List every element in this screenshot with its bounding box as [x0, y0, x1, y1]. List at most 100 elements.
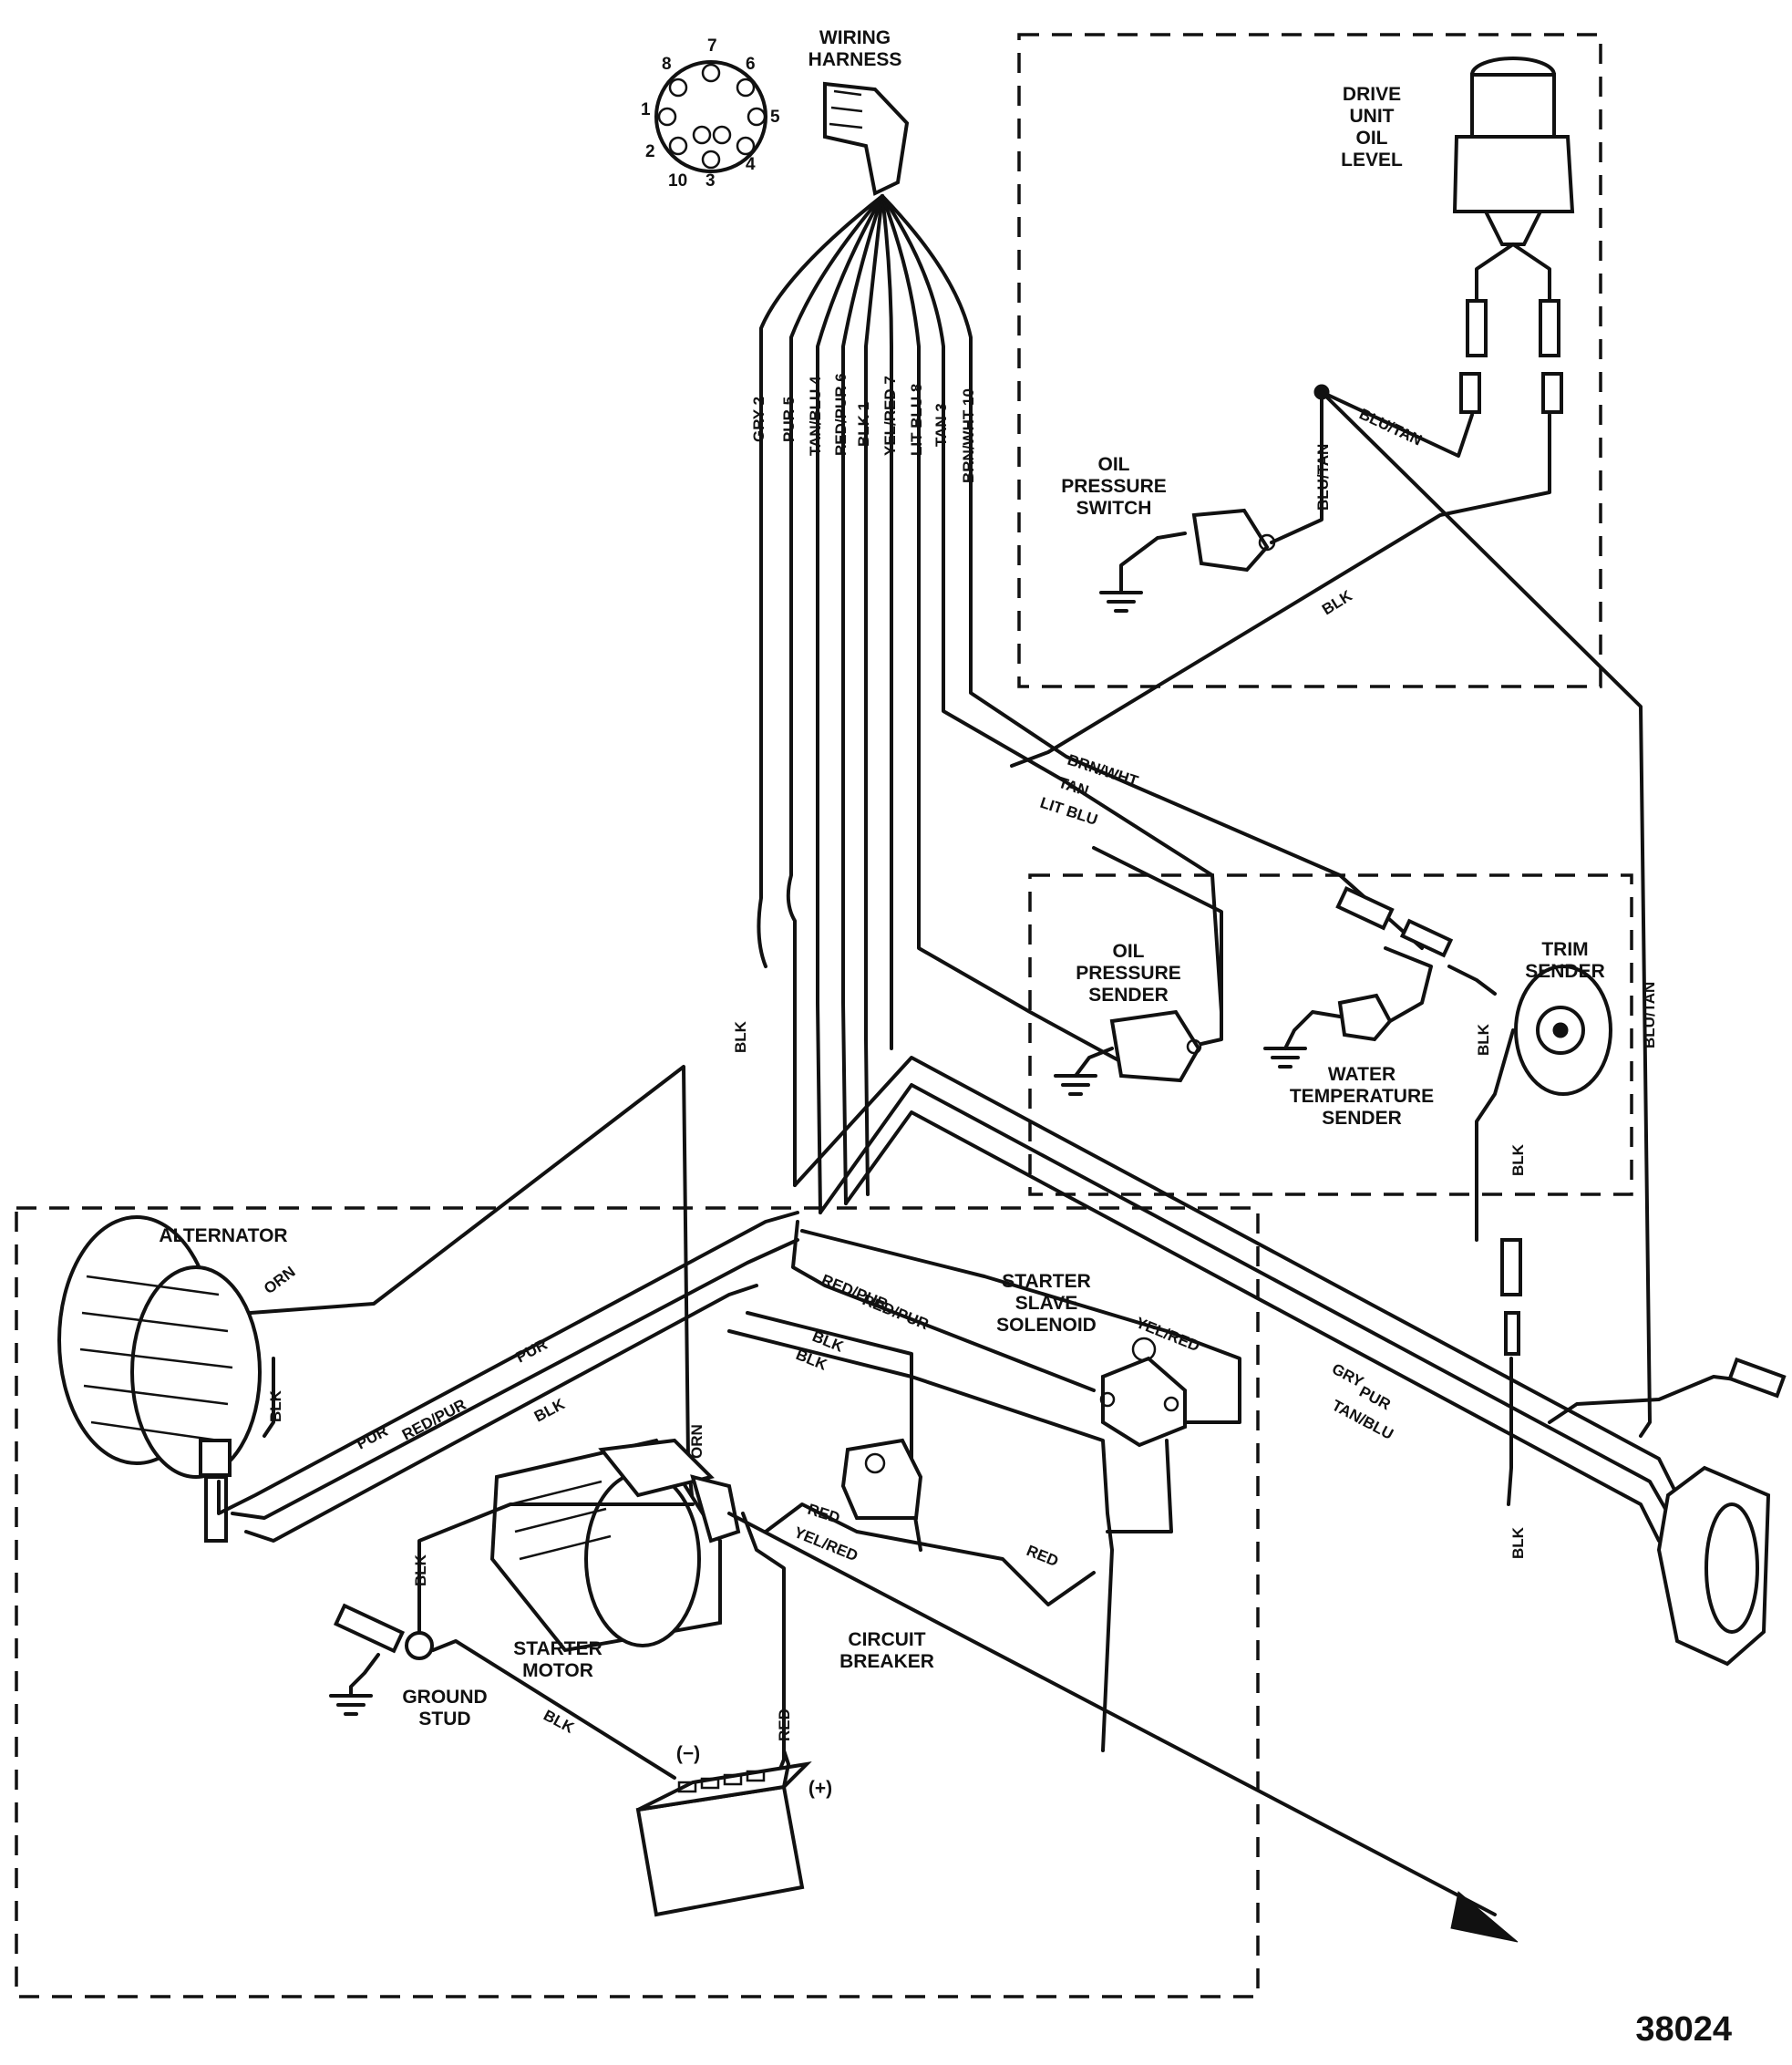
harness-wires: [757, 194, 1424, 1214]
water-temperature-sender: [1263, 885, 1454, 1069]
trim-sender: [1447, 965, 1612, 1506]
wire-brn-wht-10: BRN/WHT 10: [960, 388, 977, 483]
wire-yel-red-7: YEL/RED 7: [881, 376, 899, 456]
label-line: OIL: [1356, 128, 1388, 149]
circuit-breaker: [764, 1438, 1096, 1606]
gry-label: GRY: [1329, 1360, 1366, 1391]
label-line: SENDER: [1088, 985, 1169, 1006]
starter-motor: [489, 1438, 741, 1653]
label-line: WIRING: [819, 27, 891, 48]
label-line: SOLENOID: [996, 1315, 1097, 1336]
pin-label-7: 7: [707, 36, 717, 56]
starter-slave-solenoid: [1099, 1337, 1187, 1448]
ground-stud: [329, 1603, 676, 1780]
harness-plug: [823, 81, 910, 196]
alternator-wires: [217, 1065, 799, 1543]
label-line: HARNESS: [808, 49, 902, 70]
wire-lit-blu-8: LIT BLU 8: [908, 384, 925, 456]
pin-label-3: 3: [705, 171, 716, 191]
oil-pressure-switch: [1099, 508, 1276, 613]
label-line: UNIT: [1350, 106, 1395, 127]
blk-label-trim-mid: BLK: [1509, 1143, 1527, 1176]
drive-unit-oil-reservoir: [1452, 57, 1575, 414]
wire-red-pur-6: RED/PUR 6: [832, 373, 850, 456]
connector-face: [654, 60, 767, 173]
red-label-battery: RED: [776, 1709, 793, 1741]
wire-blk-1: BLK 1: [855, 402, 872, 447]
blk-label-ground: BLK: [541, 1707, 577, 1738]
blu-tan-label-right: BLU/TAN: [1641, 982, 1658, 1048]
wire-pur-5: PUR 5: [780, 397, 798, 442]
blk-label-harness: BLK: [732, 1020, 749, 1053]
pin-label-1: 1: [641, 100, 651, 119]
battery-positive-label: (+): [808, 1778, 832, 1799]
blk-label-trim-top: BLK: [1475, 1023, 1492, 1056]
wire-tan-3: TAN 3: [932, 403, 950, 447]
orn-label-alternator: ORN: [261, 1263, 299, 1297]
battery-negative-label: (−): [676, 1743, 700, 1764]
label-line: PRESSURE: [1061, 476, 1167, 497]
blk-label-drive: BLK: [1319, 586, 1355, 618]
blk-label-solenoid-b: BLK: [794, 1346, 830, 1374]
pin-label-6: 6: [746, 55, 756, 74]
engine-harness-plug: [1656, 1465, 1771, 1667]
label-line: LEVEL: [1341, 150, 1403, 170]
tan-label: TAN: [1056, 774, 1091, 800]
label-line: STUD: [418, 1709, 470, 1729]
orn-label-starter: ORN: [688, 1424, 705, 1459]
label-line: MOTOR: [522, 1660, 593, 1681]
red-pur-label-alternator: RED/PUR: [399, 1396, 469, 1444]
blu-tan-label-top: BLU/TAN: [1356, 405, 1425, 449]
label-line: STARTER: [513, 1638, 602, 1659]
pin-label-2: 2: [645, 142, 655, 161]
pin-label-10: 10: [668, 171, 687, 191]
pin-label-4: 4: [746, 155, 756, 174]
sender-group-box: [1028, 873, 1633, 1196]
wire-tan-blu-4: TAN/BLU 4: [807, 376, 824, 456]
label-line: CIRCUIT: [848, 1629, 925, 1650]
continuation-arrow: [1450, 1891, 1519, 1943]
figure-number: 38024: [1635, 2010, 1732, 2049]
blu-tan-label-switch: BLU/TAN: [1314, 444, 1332, 511]
wire-gry-2: GRY 2: [750, 397, 767, 442]
solenoid-wires: [727, 1220, 1241, 1752]
red-pur-label-solenoid: RED/PUR: [819, 1271, 891, 1313]
red-label-right: RED: [1025, 1542, 1061, 1570]
label-line: BREAKER: [839, 1651, 934, 1672]
blk-label-starter: BLK: [412, 1554, 429, 1586]
label-line: SENDER: [1525, 961, 1605, 982]
label-line: SENDER: [1322, 1108, 1402, 1129]
oil-pressure-sender: [1054, 846, 1223, 1096]
alternator: [57, 1215, 262, 1543]
main-trunk-wires: [793, 1056, 1787, 1543]
label-line: PRESSURE: [1076, 963, 1181, 984]
drive-unit-wiring: [1010, 384, 1652, 1438]
blk-label-trim-bottom: BLK: [1509, 1526, 1527, 1559]
alternator-label: ALTERNATOR: [159, 1225, 287, 1246]
label-line: GROUND: [402, 1687, 487, 1708]
label-line: TEMPERATURE: [1290, 1086, 1434, 1107]
battery: [635, 1749, 812, 1917]
label-line: TRIM: [1541, 939, 1588, 960]
blk-label-alternator-short: BLK: [267, 1389, 284, 1422]
label-line: SWITCH: [1076, 498, 1152, 519]
label-line: WATER: [1328, 1064, 1395, 1085]
label-line: DRIVE: [1343, 84, 1401, 105]
label-line: STARTER: [1002, 1271, 1091, 1292]
pin-label-5: 5: [770, 108, 780, 127]
pin-label-8: 8: [662, 55, 672, 74]
label-line: OIL: [1098, 454, 1130, 475]
yel-red-label-solenoid: YEL/RED: [1134, 1314, 1202, 1355]
